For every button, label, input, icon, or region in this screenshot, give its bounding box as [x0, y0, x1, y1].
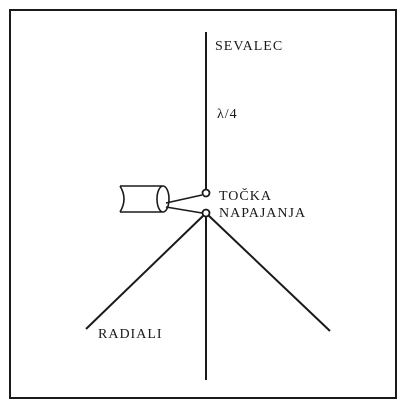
radial-left: [85, 213, 206, 330]
radials-label: RADIALI: [98, 327, 163, 342]
feed-terminal-top: [201, 188, 211, 198]
coax-cable: [119, 185, 203, 214]
radiator-label: SEVALEC: [215, 39, 283, 54]
radial-right: [206, 213, 331, 332]
diagram-frame: [9, 9, 397, 399]
feed-terminal-bottom: [201, 208, 211, 218]
length-label: λ/4: [217, 107, 238, 122]
feed-point-label-line2: NAPAJANJA: [219, 206, 306, 221]
feed-point-label-line1: TOČKA: [219, 187, 272, 204]
